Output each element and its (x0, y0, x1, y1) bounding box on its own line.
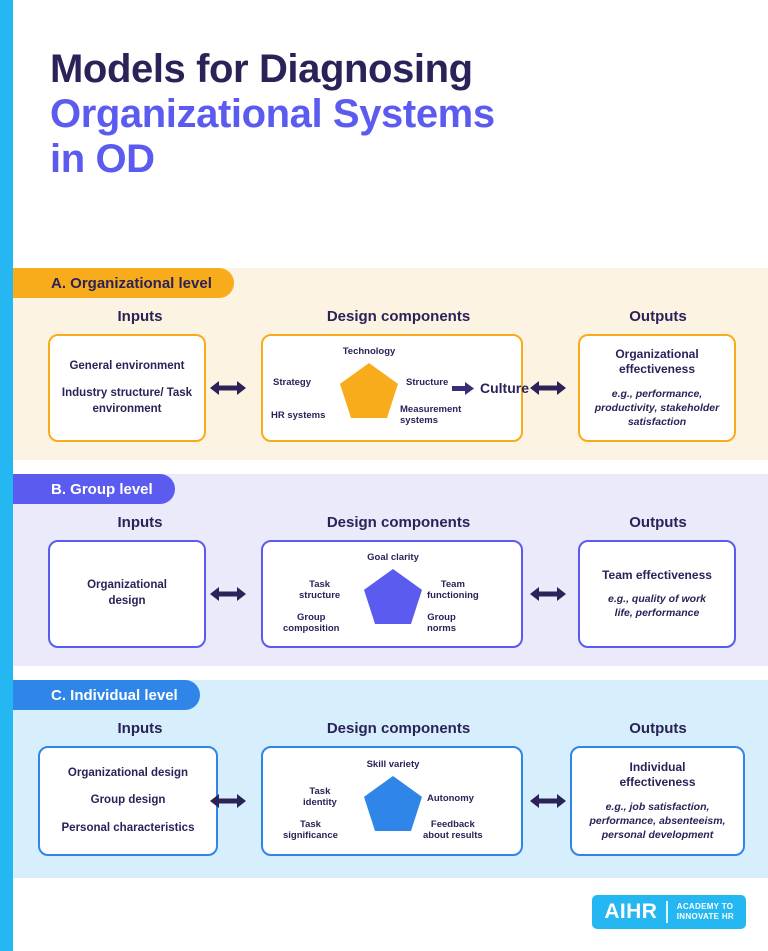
logo-tagline: ACADEMY TO INNOVATE HR (677, 902, 734, 922)
pentagon-shape (364, 569, 422, 624)
logo-wordmark: AIHR (604, 900, 658, 923)
inputs-card: General environment Industry structure/ … (48, 334, 206, 442)
double-arrow-icon (209, 584, 247, 604)
section-individual-level: C. Individual level Inputs Design compon… (13, 680, 768, 878)
pentagon-label-right-upper: Autonomy (427, 793, 474, 804)
double-arrow-icon (209, 378, 247, 398)
column-header-inputs: Inputs (117, 308, 163, 325)
column-header-design: Design components (326, 514, 471, 531)
design-components-card: Skill variety Task identity Autonomy Tas… (261, 746, 523, 856)
double-arrow-icon (209, 791, 247, 811)
single-arrow-icon (452, 381, 474, 395)
culture-label: Culture (480, 380, 529, 396)
double-arrow-icon (529, 584, 567, 604)
output-heading: Individual effectiveness (619, 759, 696, 790)
outputs-card: Individual effectiveness e.g., job satis… (570, 746, 745, 856)
pentagon-label-right-upper: Structure (406, 377, 449, 388)
input-item: Organizational design (87, 579, 167, 607)
pentagon-label-left-lower: Task significance (283, 819, 338, 842)
output-example: e.g., performance, productivity, stakeho… (594, 387, 720, 429)
column-header-inputs: Inputs (117, 720, 163, 737)
output-heading: Team effectiveness (602, 567, 712, 582)
section-badge-a: A. Organizational level (13, 268, 234, 298)
section-organizational-level: A. Organizational level Inputs Design co… (13, 268, 768, 460)
output-example: e.g., quality of work life, performance (607, 593, 706, 620)
pentagon-diagram: Skill variety Task identity Autonomy Tas… (263, 748, 521, 854)
pentagon-diagram: Technology Strategy Structure HR systems… (263, 336, 529, 440)
page-title: Models for Diagnosing Organizational Sys… (50, 47, 690, 181)
input-item: Group design (90, 794, 166, 807)
design-components-card: Technology Strategy Structure HR systems… (261, 334, 529, 442)
pentagon-label-right-lower: Measurement systems (400, 404, 462, 427)
title-line-3: in OD (50, 136, 155, 181)
section-boxes: Organizational design Group design Perso… (13, 746, 768, 858)
outputs-card: Organizational effectiveness e.g., perfo… (578, 334, 736, 442)
section-columns: Inputs Design components Outputs General… (13, 308, 768, 444)
pentagon-label-left-upper: Task structure (299, 579, 341, 602)
double-arrow-icon (529, 378, 567, 398)
pentagon-label-left-upper: Task identity (303, 786, 337, 809)
section-boxes: Organizational design Goal clarity Task … (13, 540, 768, 650)
pentagon-label-top: Goal clarity (367, 552, 419, 563)
section-badge-c: C. Individual level (13, 680, 200, 710)
design-components-card: Goal clarity Task structure Team functio… (261, 540, 523, 648)
logo-tagline-line1: ACADEMY TO (676, 902, 734, 911)
output-example: e.g., job satisfaction, performance, abs… (589, 800, 726, 842)
column-header-design: Design components (326, 308, 471, 325)
pentagon-label-top: Skill variety (366, 759, 420, 770)
column-headers: Inputs Design components Outputs (13, 720, 768, 746)
left-accent-stripe (0, 0, 13, 951)
pentagon-label-right-upper: Team functioning (427, 579, 479, 602)
section-group-level: B. Group level Inputs Design components … (13, 474, 768, 666)
double-arrow-icon (529, 791, 567, 811)
inputs-card: Organizational design (48, 540, 206, 648)
section-boxes: General environment Industry structure/ … (13, 334, 768, 444)
input-item: General environment (69, 359, 185, 372)
column-header-outputs: Outputs (629, 514, 687, 531)
outputs-card: Team effectiveness e.g., quality of work… (578, 540, 736, 648)
title-line-1: Models for Diagnosing (50, 47, 473, 91)
pentagon-label-right-lower: Group norms (427, 612, 457, 635)
pentagon-label-top: Technology (342, 346, 396, 357)
pentagon-label-right-lower: Feedback about results (423, 819, 483, 842)
pentagon-label-left-lower: HR systems (271, 410, 326, 421)
input-item: Personal characteristics (61, 821, 195, 834)
column-header-design: Design components (326, 720, 471, 737)
logo-divider (666, 901, 668, 923)
column-header-outputs: Outputs (629, 720, 687, 737)
culture-group: Culture (452, 380, 529, 396)
pentagon-label-left-lower: Group composition (283, 612, 340, 635)
aihr-logo: AIHR ACADEMY TO INNOVATE HR (592, 895, 746, 929)
column-header-inputs: Inputs (117, 514, 163, 531)
inputs-card: Organizational design Group design Perso… (38, 746, 218, 856)
column-header-outputs: Outputs (629, 308, 687, 325)
output-heading: Organizational effectiveness (615, 346, 699, 377)
input-item: Industry structure/ Task environment (61, 387, 193, 415)
section-badge-b: B. Group level (13, 474, 175, 504)
logo-tagline-line2: INNOVATE HR (676, 912, 734, 921)
pentagon-label-left-upper: Strategy (273, 377, 312, 388)
title-line-2: Organizational Systems (50, 91, 495, 136)
column-headers: Inputs Design components Outputs (13, 308, 768, 334)
input-item: Organizational design (67, 766, 189, 779)
pentagon-diagram: Goal clarity Task structure Team functio… (263, 542, 521, 646)
pentagon-shape (364, 776, 422, 831)
column-headers: Inputs Design components Outputs (13, 514, 768, 540)
pentagon-shape (340, 363, 398, 418)
section-columns: Inputs Design components Outputs Organiz… (13, 514, 768, 650)
section-columns: Inputs Design components Outputs Organiz… (13, 720, 768, 858)
